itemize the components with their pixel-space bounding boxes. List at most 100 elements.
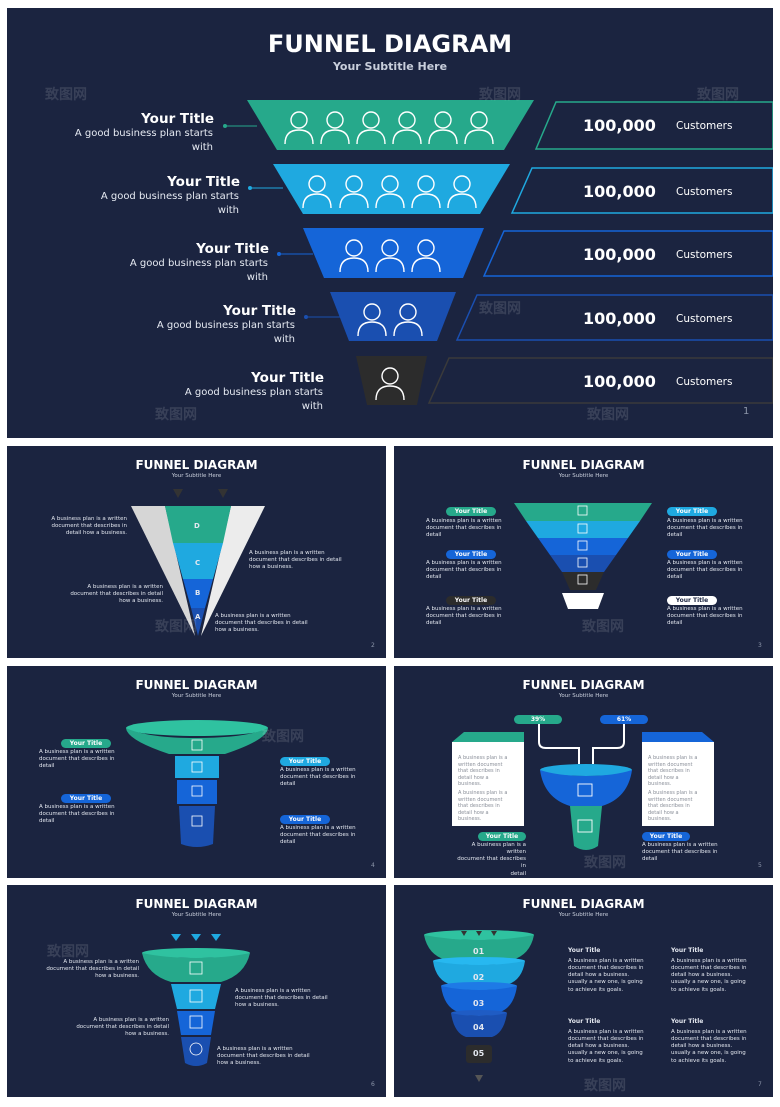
funnel-level-5 bbox=[356, 356, 427, 405]
person-icon bbox=[375, 367, 405, 401]
person-icon bbox=[339, 175, 369, 209]
person-icon bbox=[428, 111, 458, 145]
slide-subtitle: Your Subtitle Here bbox=[558, 912, 609, 918]
funnel-level-1 bbox=[247, 100, 534, 150]
card-title: Your Title bbox=[662, 743, 695, 750]
person-icon bbox=[356, 111, 386, 145]
funnel-level-2 bbox=[273, 164, 510, 214]
slide-title: FUNNEL DIAGRAM bbox=[135, 897, 258, 911]
slide-2: FUNNEL DIAGRAM Your Subtitle Here D C B … bbox=[7, 446, 386, 658]
title-pill: Your Title bbox=[446, 507, 496, 516]
slide-subtitle: Your Subtitle Here bbox=[171, 693, 222, 699]
row-title: Your Title bbox=[141, 111, 214, 127]
page-number: 7 bbox=[758, 1081, 762, 1088]
person-icon bbox=[284, 111, 314, 145]
funnel-graphic bbox=[514, 503, 652, 609]
level-letter: D bbox=[194, 522, 200, 530]
watermark-text: 致图网 bbox=[47, 944, 89, 960]
watermark-text: 致图网 bbox=[587, 407, 629, 423]
row-unit: Customers bbox=[676, 120, 733, 132]
title-pill: Your Title bbox=[667, 550, 717, 559]
slide-subtitle: Your Subtitle Here bbox=[558, 693, 609, 699]
value-box-3 bbox=[482, 230, 773, 277]
funnel-level-d bbox=[165, 506, 231, 543]
title-pill: Your Title bbox=[61, 739, 111, 748]
person-icon bbox=[375, 175, 405, 209]
level-letter: B bbox=[195, 589, 201, 597]
watermark-text: 致图网 bbox=[262, 729, 304, 745]
funnel-graphic bbox=[223, 100, 773, 405]
person-icon bbox=[320, 111, 350, 145]
level-letter: C bbox=[195, 559, 201, 567]
slide-title: FUNNEL DIAGRAM bbox=[522, 458, 645, 472]
row-title: Your Title bbox=[251, 370, 324, 386]
watermark-text: 致图网 bbox=[155, 407, 197, 423]
value-box-2 bbox=[510, 167, 773, 214]
row-unit: Customers bbox=[676, 186, 733, 198]
value-box-5 bbox=[427, 357, 773, 404]
block-title: Your Title bbox=[568, 1018, 601, 1025]
watermark-text: 致图网 bbox=[584, 1078, 626, 1094]
person-icon bbox=[302, 175, 332, 209]
slide-title: FUNNEL DIAGRAM bbox=[522, 678, 645, 692]
slide-title: FUNNEL DIAGRAM bbox=[135, 458, 258, 472]
level-letter: A bbox=[195, 613, 201, 621]
slide-4: FUNNEL DIAGRAM Your Subtitle Here Your T… bbox=[7, 666, 386, 878]
title-pill: Your Title bbox=[478, 832, 526, 841]
slide-subtitle: Your Subtitle Here bbox=[171, 473, 222, 479]
slide-1: FUNNEL DIAGRAM Your Subtitle Here Your T… bbox=[7, 8, 773, 438]
title-pill: Your Title bbox=[642, 832, 690, 841]
block-title: Your Title bbox=[671, 947, 704, 954]
page-number: 6 bbox=[371, 1081, 375, 1088]
row-title: Your Title bbox=[223, 303, 296, 319]
funnel-level-c bbox=[173, 543, 223, 579]
title-pill: Your Title bbox=[61, 794, 111, 803]
person-icon bbox=[392, 111, 422, 145]
funnel-level-3 bbox=[303, 228, 484, 278]
slide-3: FUNNEL DIAGRAM Your Subtitle Here Your T… bbox=[394, 446, 773, 658]
slide-6: FUNNEL DIAGRAM Your Subtitle Here A busi… bbox=[7, 885, 386, 1097]
watermark-text: 致图网 bbox=[697, 87, 739, 103]
slide-title: FUNNEL DIAGRAM bbox=[267, 30, 513, 58]
row-unit: Customers bbox=[676, 376, 733, 388]
funnel-level-a bbox=[191, 608, 205, 636]
slide-subtitle: Your Subtitle Here bbox=[332, 60, 448, 73]
person-icon bbox=[411, 175, 441, 209]
funnel-graphic bbox=[131, 489, 265, 636]
page-number: 2 bbox=[371, 642, 375, 649]
row-unit: Customers bbox=[676, 313, 733, 325]
funnel-level-4 bbox=[330, 292, 456, 341]
row-value: 100,000 bbox=[583, 372, 656, 391]
person-icon bbox=[339, 239, 369, 273]
slide-title: FUNNEL DIAGRAM bbox=[135, 678, 258, 692]
title-pill: Your Title bbox=[667, 507, 717, 516]
